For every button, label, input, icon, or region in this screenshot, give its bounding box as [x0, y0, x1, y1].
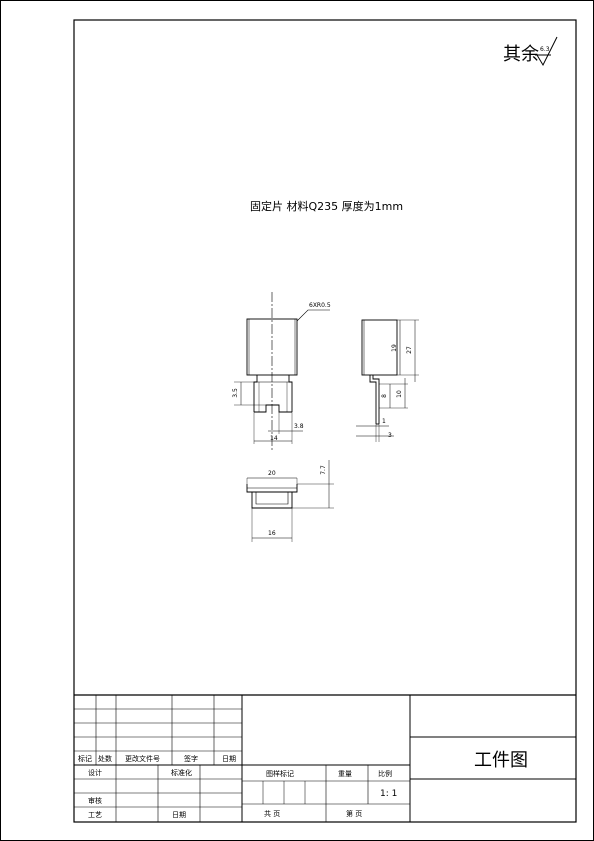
side-upper-body	[361, 319, 398, 376]
dim-top-width: 20	[268, 470, 276, 477]
scale-value: 1: 1	[380, 789, 397, 799]
label-total-sheets: 共 页	[264, 809, 280, 818]
label-date: 日期	[222, 755, 236, 763]
label-scale: 比例	[378, 769, 392, 778]
roughness-check-icon	[536, 36, 558, 67]
top-view: 20 16 7.7	[246, 460, 334, 542]
top-body-inner	[255, 492, 289, 505]
label-weight: 重量	[338, 770, 352, 778]
label-signature: 签字	[184, 754, 198, 763]
dim-side-upper: 19	[391, 344, 398, 352]
label-checker: 审核	[88, 796, 102, 805]
front-slot	[254, 404, 292, 413]
surface-finish-mark: 其余 6.3	[503, 36, 558, 67]
dim-side-offset: 3	[388, 432, 392, 439]
dim-top-height: 7.7	[320, 465, 327, 475]
label-process: 工艺	[88, 811, 102, 819]
label-date2: 日期	[172, 811, 186, 819]
label-sheet-no: 第 页	[346, 809, 362, 818]
drawing-name: 工件图	[474, 750, 528, 771]
front-upper-body	[246, 318, 298, 376]
title-block: 标记 处数 更改文件号 签字 日期 设计 标准化 审核 工艺 日期 图样标记 重…	[74, 694, 576, 822]
side-leg-inner	[372, 375, 380, 424]
front-neck-right	[288, 375, 293, 412]
dim-side-lower-total: 10	[396, 390, 403, 398]
drawing-frame	[73, 19, 577, 823]
dim-side-overall: 27	[406, 346, 413, 354]
front-neck-left	[253, 375, 258, 412]
dim-slot-width: 3.8	[294, 423, 304, 430]
label-designer: 设计	[88, 768, 102, 777]
drawing-note: 固定片 材料Q235 厚度为1mm	[250, 199, 403, 213]
radius-label: 6XR0.5	[309, 302, 331, 309]
radius-leader	[296, 309, 330, 322]
side-view: 19 27 8 10 1 3	[356, 319, 419, 442]
surface-finish-prefix: 其余	[503, 44, 539, 65]
label-stage-mark: 图样标记	[266, 769, 294, 778]
label-standardization: 标准化	[171, 768, 192, 777]
label-change-doc: 更改文件号	[125, 754, 160, 763]
dim-step-height: 3.5	[232, 388, 239, 398]
dim-side-lower: 8	[381, 394, 388, 398]
dim-bottom-width: 14	[270, 435, 278, 442]
side-leg-outer	[369, 375, 377, 424]
label-mark: 标记	[78, 754, 92, 763]
label-count: 处数	[98, 754, 112, 763]
dim-side-thickness: 1	[382, 418, 386, 425]
surface-finish-value: 6.3	[540, 46, 550, 53]
front-view: 6XR0.5 3.5 3.8 14	[232, 292, 331, 450]
top-body-outer	[251, 492, 293, 509]
dim-top-bottom-width: 16	[268, 530, 276, 537]
